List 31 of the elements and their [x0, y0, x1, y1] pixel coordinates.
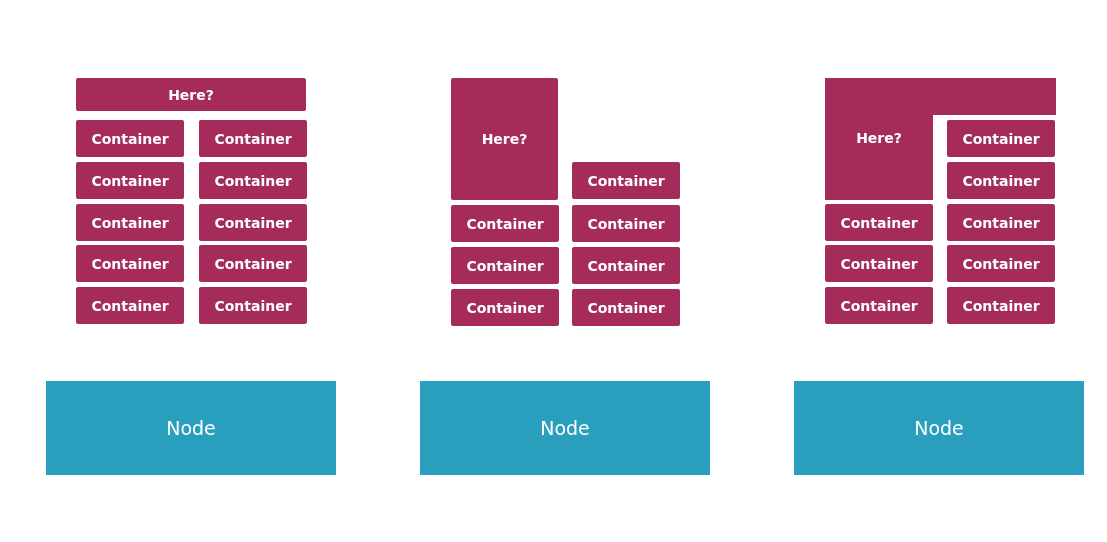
container-block: Container	[947, 245, 1055, 282]
container-block: Container	[451, 289, 559, 326]
container-block: Container	[199, 245, 307, 282]
container-block: Container	[76, 120, 184, 157]
container-block: Container	[947, 120, 1055, 157]
container-block: Container	[572, 205, 680, 242]
container-block: Container	[825, 287, 933, 324]
container-block: Container	[825, 245, 933, 282]
container-block: Container	[199, 204, 307, 241]
container-block: Container	[76, 204, 184, 241]
container-block: Container	[199, 120, 307, 157]
container-block: Container	[76, 245, 184, 282]
container-block: Container	[947, 204, 1055, 241]
container-block: Container	[572, 162, 680, 199]
placement-block: Here?	[76, 78, 306, 111]
container-block: Container	[572, 289, 680, 326]
node-block: Node	[46, 381, 336, 475]
container-block: Container	[76, 162, 184, 199]
node-block: Node	[794, 381, 1084, 475]
container-block: Container	[199, 162, 307, 199]
container-block: Container	[572, 247, 680, 284]
block-label: Here?	[855, 130, 903, 146]
container-block: Container	[451, 205, 559, 242]
container-block: Container	[825, 204, 933, 241]
node-block: Node	[420, 381, 710, 475]
container-block: Container	[76, 287, 184, 324]
container-block: Container	[947, 287, 1055, 324]
placement-block: Here?	[451, 78, 558, 200]
container-block: Container	[199, 287, 307, 324]
container-block: Container	[947, 162, 1055, 199]
container-block: Container	[451, 247, 559, 284]
